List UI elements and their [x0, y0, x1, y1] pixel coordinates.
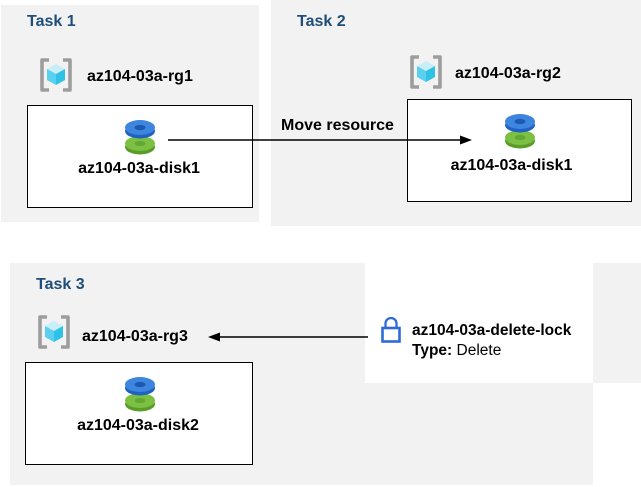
task1-disk-label: az104-03a-disk1: [78, 160, 200, 177]
lock-icon: [381, 316, 401, 343]
task1-title: Task 1: [27, 13, 76, 30]
lock-type-value: Delete: [456, 342, 502, 359]
move-resource-label: Move resource: [281, 117, 394, 134]
task3-title: Task 3: [36, 276, 85, 293]
resource-group-icon: [410, 55, 442, 89]
task2-disk-label: az104-03a-disk1: [450, 157, 573, 174]
task1-resource-group-label: az104-03a-rg1: [87, 68, 193, 85]
lock-icon-box: [375, 311, 407, 349]
task2-title: Task 2: [297, 13, 346, 30]
task3-right-gray-patch: [593, 263, 641, 383]
managed-disk-icon: [125, 377, 155, 412]
lock-type-line: Type: Delete: [412, 342, 501, 360]
lock-type-label: Type:: [412, 342, 453, 359]
task3-resource-group-label: az104-03a-rg3: [82, 328, 188, 345]
task2-resource-group-label: az104-03a-rg2: [455, 65, 561, 82]
lock-name-label: az104-03a-delete-lock: [412, 322, 572, 339]
resource-group-icon: [38, 315, 70, 349]
managed-disk-icon: [125, 120, 155, 155]
resource-group-icon: [40, 58, 72, 92]
managed-disk-icon: [505, 114, 535, 149]
task3-disk-label: az104-03a-disk2: [77, 417, 199, 434]
